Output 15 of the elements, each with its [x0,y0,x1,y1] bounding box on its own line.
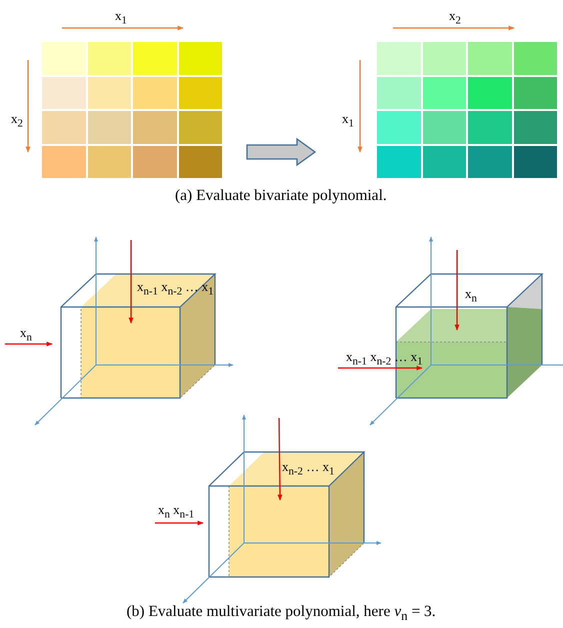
variable-label: x$_{n-1}$ x$_{n-2}$ … x$_{1}$ [346,350,423,368]
caption: (b) Evaluate multivariate polynomial, here v$_{n}$ = 3. [126,604,436,624]
variable-label: x$_{1}$ [115,9,127,26]
color-grid [42,42,222,178]
variable-label: x$_{n}$ x$_{n-1}$ [158,503,194,520]
caption: (a) Evaluate bivariate polynomial. [175,188,387,204]
block-arrow [246,138,316,166]
variable-label: x$_{2}$ [449,9,461,26]
color-grid [377,42,557,178]
variable-label: x$_{n}$ [465,287,477,304]
variable-label: x$_{n}$ [20,326,32,344]
variable-label: x$_{n-2}$ … x$_{1}$ [282,460,334,478]
variable-label: x$_{2}$ [11,112,23,130]
variable-label: x$_{n-1}$ x$_{n-2}$ … x$_{1}$ [137,280,214,298]
variable-label: x$_{1}$ [342,112,354,130]
